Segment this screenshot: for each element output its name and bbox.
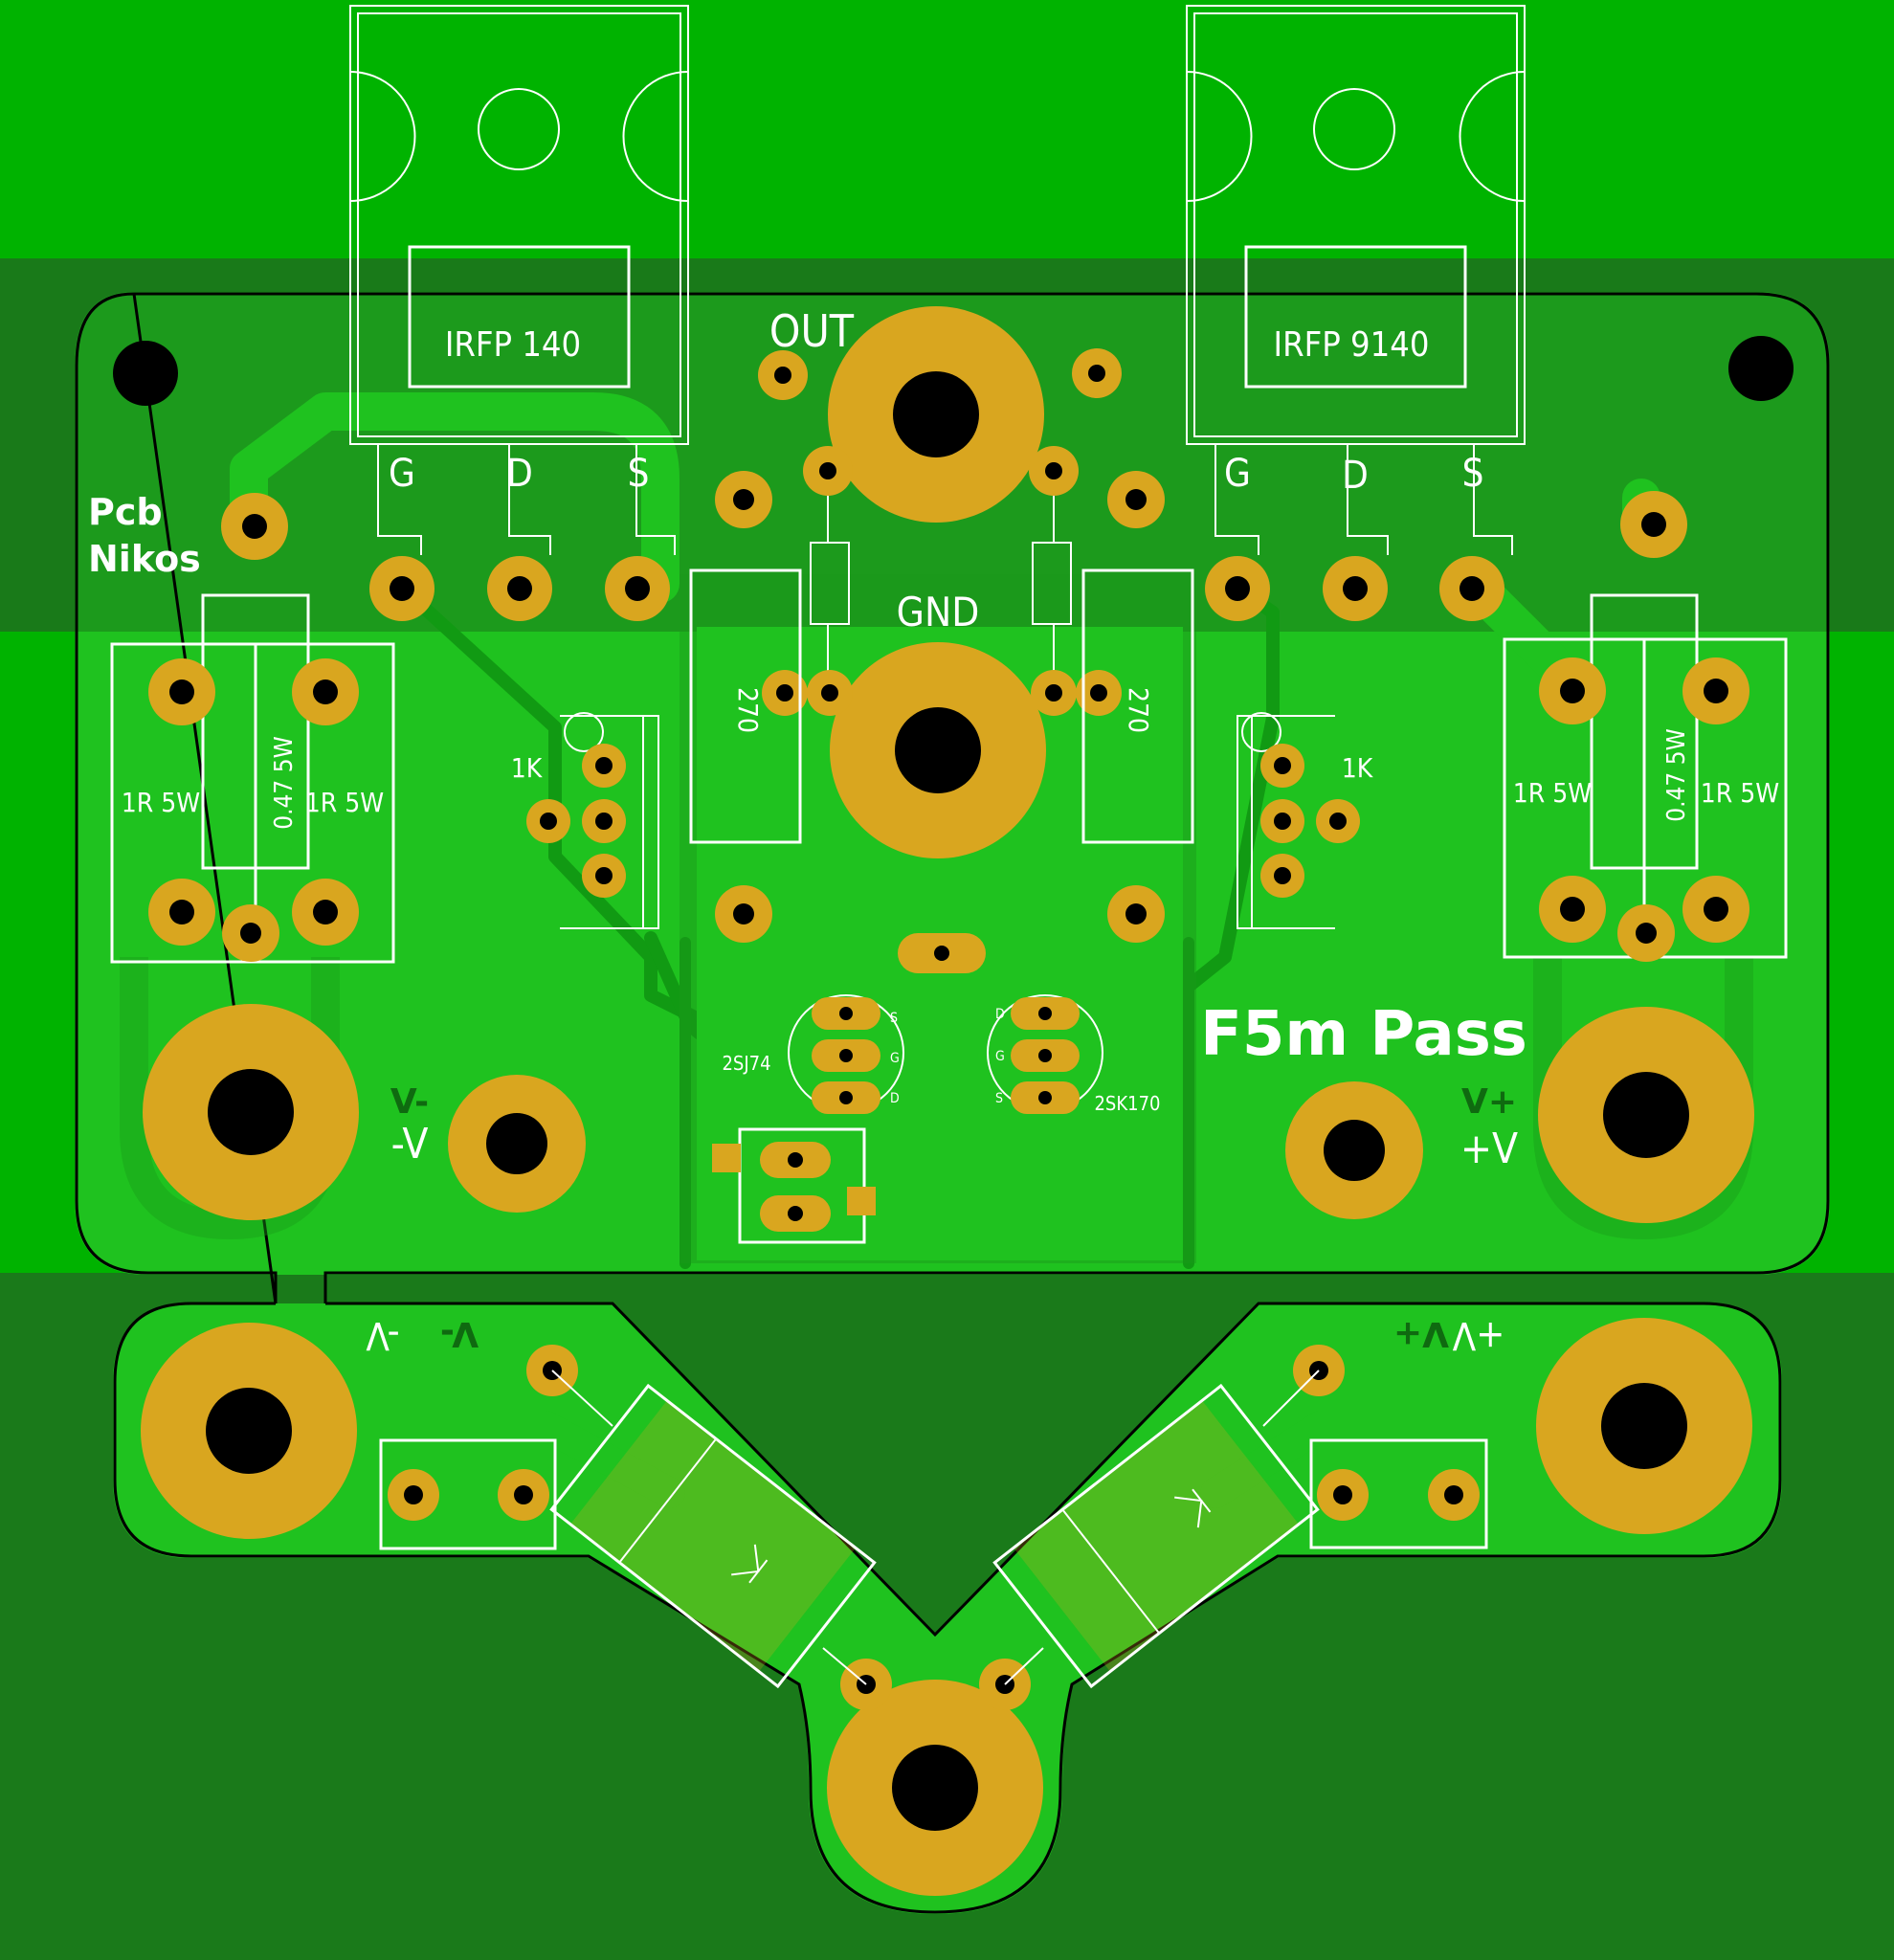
credit-line-1: Pcb [88,491,163,533]
capacitor-left [549,1383,877,1689]
resistor-270-left-outline [689,568,802,844]
mosfet-right-pin-g: G [1224,452,1251,496]
jfet-right-pin-g: G [995,1049,1005,1064]
out-label: OUT [769,305,855,357]
jfet-right [987,994,1103,1114]
neg-v-terminal-hole [208,1069,294,1155]
supply-pos-mirror-label: V+ [1393,1314,1449,1353]
resistor-left-1r-b: 1R 5W [305,787,385,818]
jfet-left [788,994,904,1114]
supply-board-outline [113,1302,1782,1914]
trimmer-right-label: 1K [1342,752,1374,784]
trace-left-drain [230,392,680,603]
mosfet-right-pads [1205,556,1504,621]
source-resistors-silk [810,496,1072,689]
supply-neg-terminal-hole [206,1388,292,1474]
mosfet-left-pin-d: D [506,452,533,496]
out-small-pads [715,348,1165,528]
board-background-top [0,0,1894,258]
supply-neg-label: -V [366,1313,400,1357]
resistor-right-1r-b: 1R 5W [1701,777,1780,809]
resistor-270-left-label: 270 [732,687,764,733]
jfet-left-pin-g: G [890,1051,900,1066]
supply-gnd-terminal-hole [892,1745,978,1831]
out-terminal-hole [893,371,979,457]
trimmer-left [526,712,659,929]
jfet-left-pin-s: S [890,1011,898,1026]
trimmer-left-label: 1K [511,752,544,784]
jfet-left-part: 2SJ74 [722,1052,770,1075]
mosfet-right-part: IRFP 9140 [1274,325,1430,365]
mosfet-left-part: IRFP 140 [445,325,581,365]
input-connector [712,1127,876,1244]
jfet-right-part: 2SK170 [1094,1092,1160,1115]
neg-v-label: -V [391,1120,429,1169]
jfet-right-pin-d: D [995,1007,1005,1022]
credit-line-2: Nikos [88,538,201,580]
center-oval-hole [934,946,949,961]
supply-pos-label: +V [1452,1313,1504,1357]
mount-hole-top-left [113,341,178,406]
mosfet-left-pin-g: G [389,452,415,496]
resistor-right-1r-a: 1R 5W [1513,777,1593,809]
resistor-left-047: 0.47 5W [270,736,299,830]
supply-pos-terminal-hole [1601,1383,1687,1469]
mount-hole-top-right [1728,336,1794,401]
mosfet-left-pin-s: S [628,452,650,496]
gnd-label: GND [897,589,980,635]
neg-v-mirror-label: V- [390,1082,429,1122]
resistor-270-right-label: 270 [1123,687,1154,733]
capacitor-right [992,1383,1320,1689]
resistor-270-right-outline [1081,568,1194,844]
resistor-left-1r-a: 1R 5W [122,787,201,818]
main-board-outline [75,292,1830,1304]
trace-left-gate [393,579,734,1040]
pos-v-mirror-label: V+ [1461,1082,1517,1122]
supply-resistor-left [379,1438,557,1550]
mosfet-right-outline [1186,5,1526,555]
gnd-small-pads [715,670,1165,943]
supply-resistor-right [1309,1438,1488,1549]
resistor-right-047: 0.47 5W [1662,728,1691,822]
mosfet-left-outline [349,5,689,555]
mosfet-left-pads [369,556,670,621]
jfet-left-pin-d: D [890,1091,900,1106]
pos-v-small-hole [1324,1120,1385,1181]
pos-v-label: +V [1460,1125,1518,1173]
supply-board-fill [113,1303,1782,1914]
trace-centre [680,937,1194,1269]
neg-v-small-hole [486,1113,547,1174]
supply-neg-mirror-label: V- [440,1314,479,1353]
gnd-terminal-hole [895,707,981,793]
trimmer-right [1237,712,1360,929]
mosfet-right-pin-s: S [1462,452,1484,496]
board-title: F5m Pass [1200,999,1527,1070]
pos-v-terminal-hole [1603,1072,1689,1158]
capacitor-lead-pads [526,1345,1345,1710]
jfet-right-pin-s: S [995,1091,1003,1106]
mosfet-right-pin-d: D [1342,454,1369,498]
